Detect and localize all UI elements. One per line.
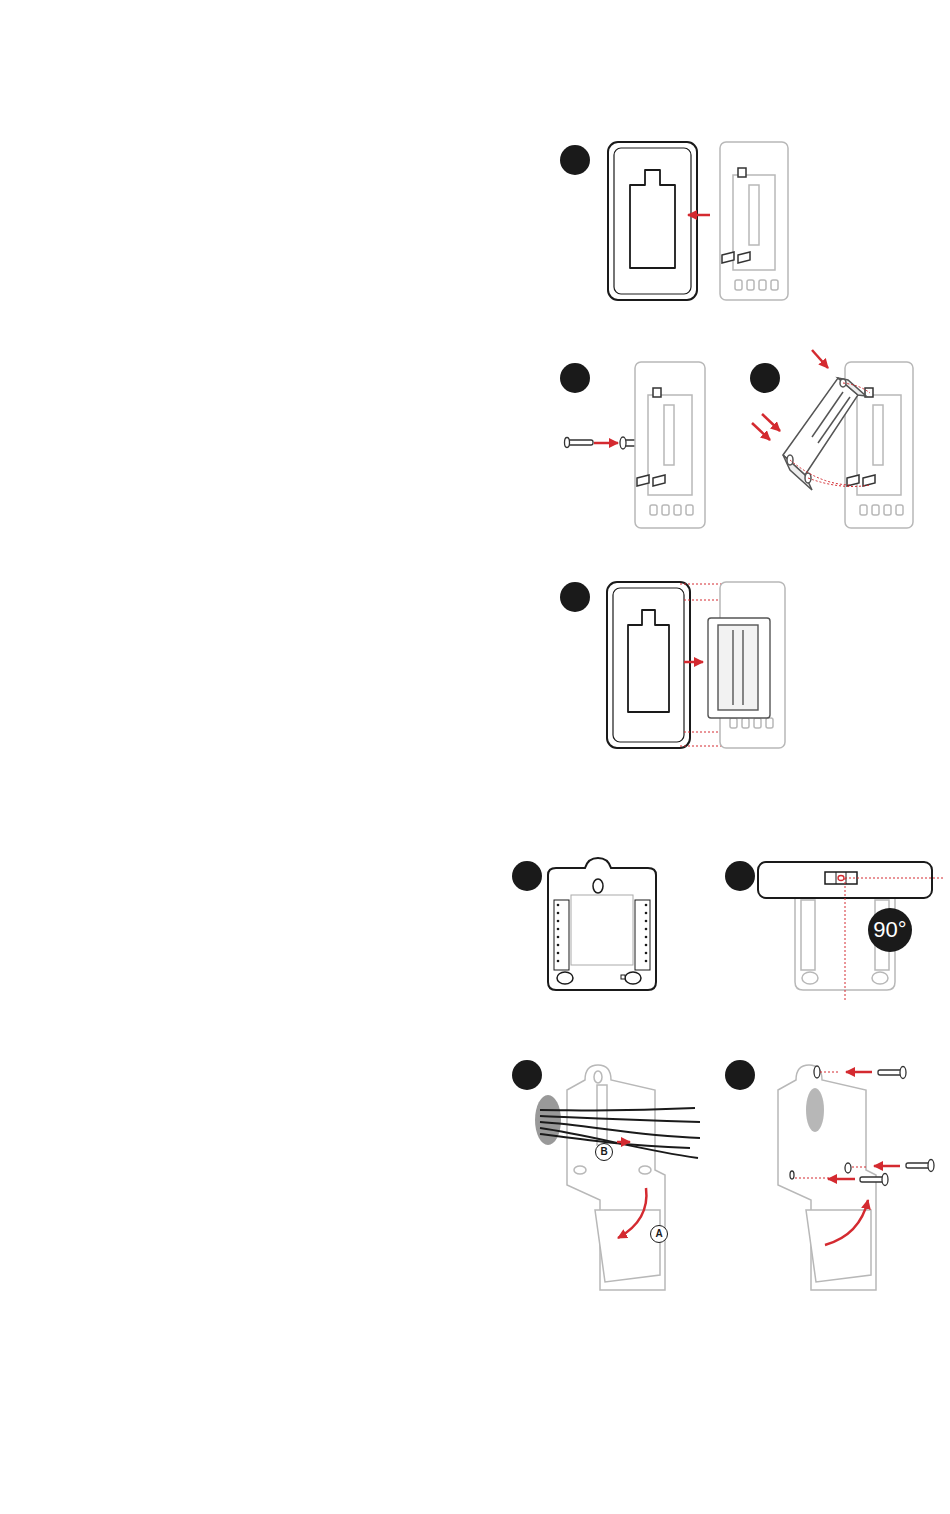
callout-text: A xyxy=(655,1229,662,1239)
screws xyxy=(860,1067,934,1186)
angle-badge: 90° xyxy=(868,908,912,952)
cover-plate xyxy=(608,142,697,300)
callout-text: B xyxy=(600,1147,607,1157)
angle-text: 90° xyxy=(873,919,906,941)
callout-letter: B xyxy=(595,1143,613,1161)
callout-letter: A xyxy=(650,1225,668,1243)
wires xyxy=(540,1108,700,1158)
tilted-wallplate xyxy=(783,378,866,490)
wallplate-front xyxy=(548,858,656,990)
screw xyxy=(565,437,643,449)
back-plate xyxy=(720,142,788,300)
